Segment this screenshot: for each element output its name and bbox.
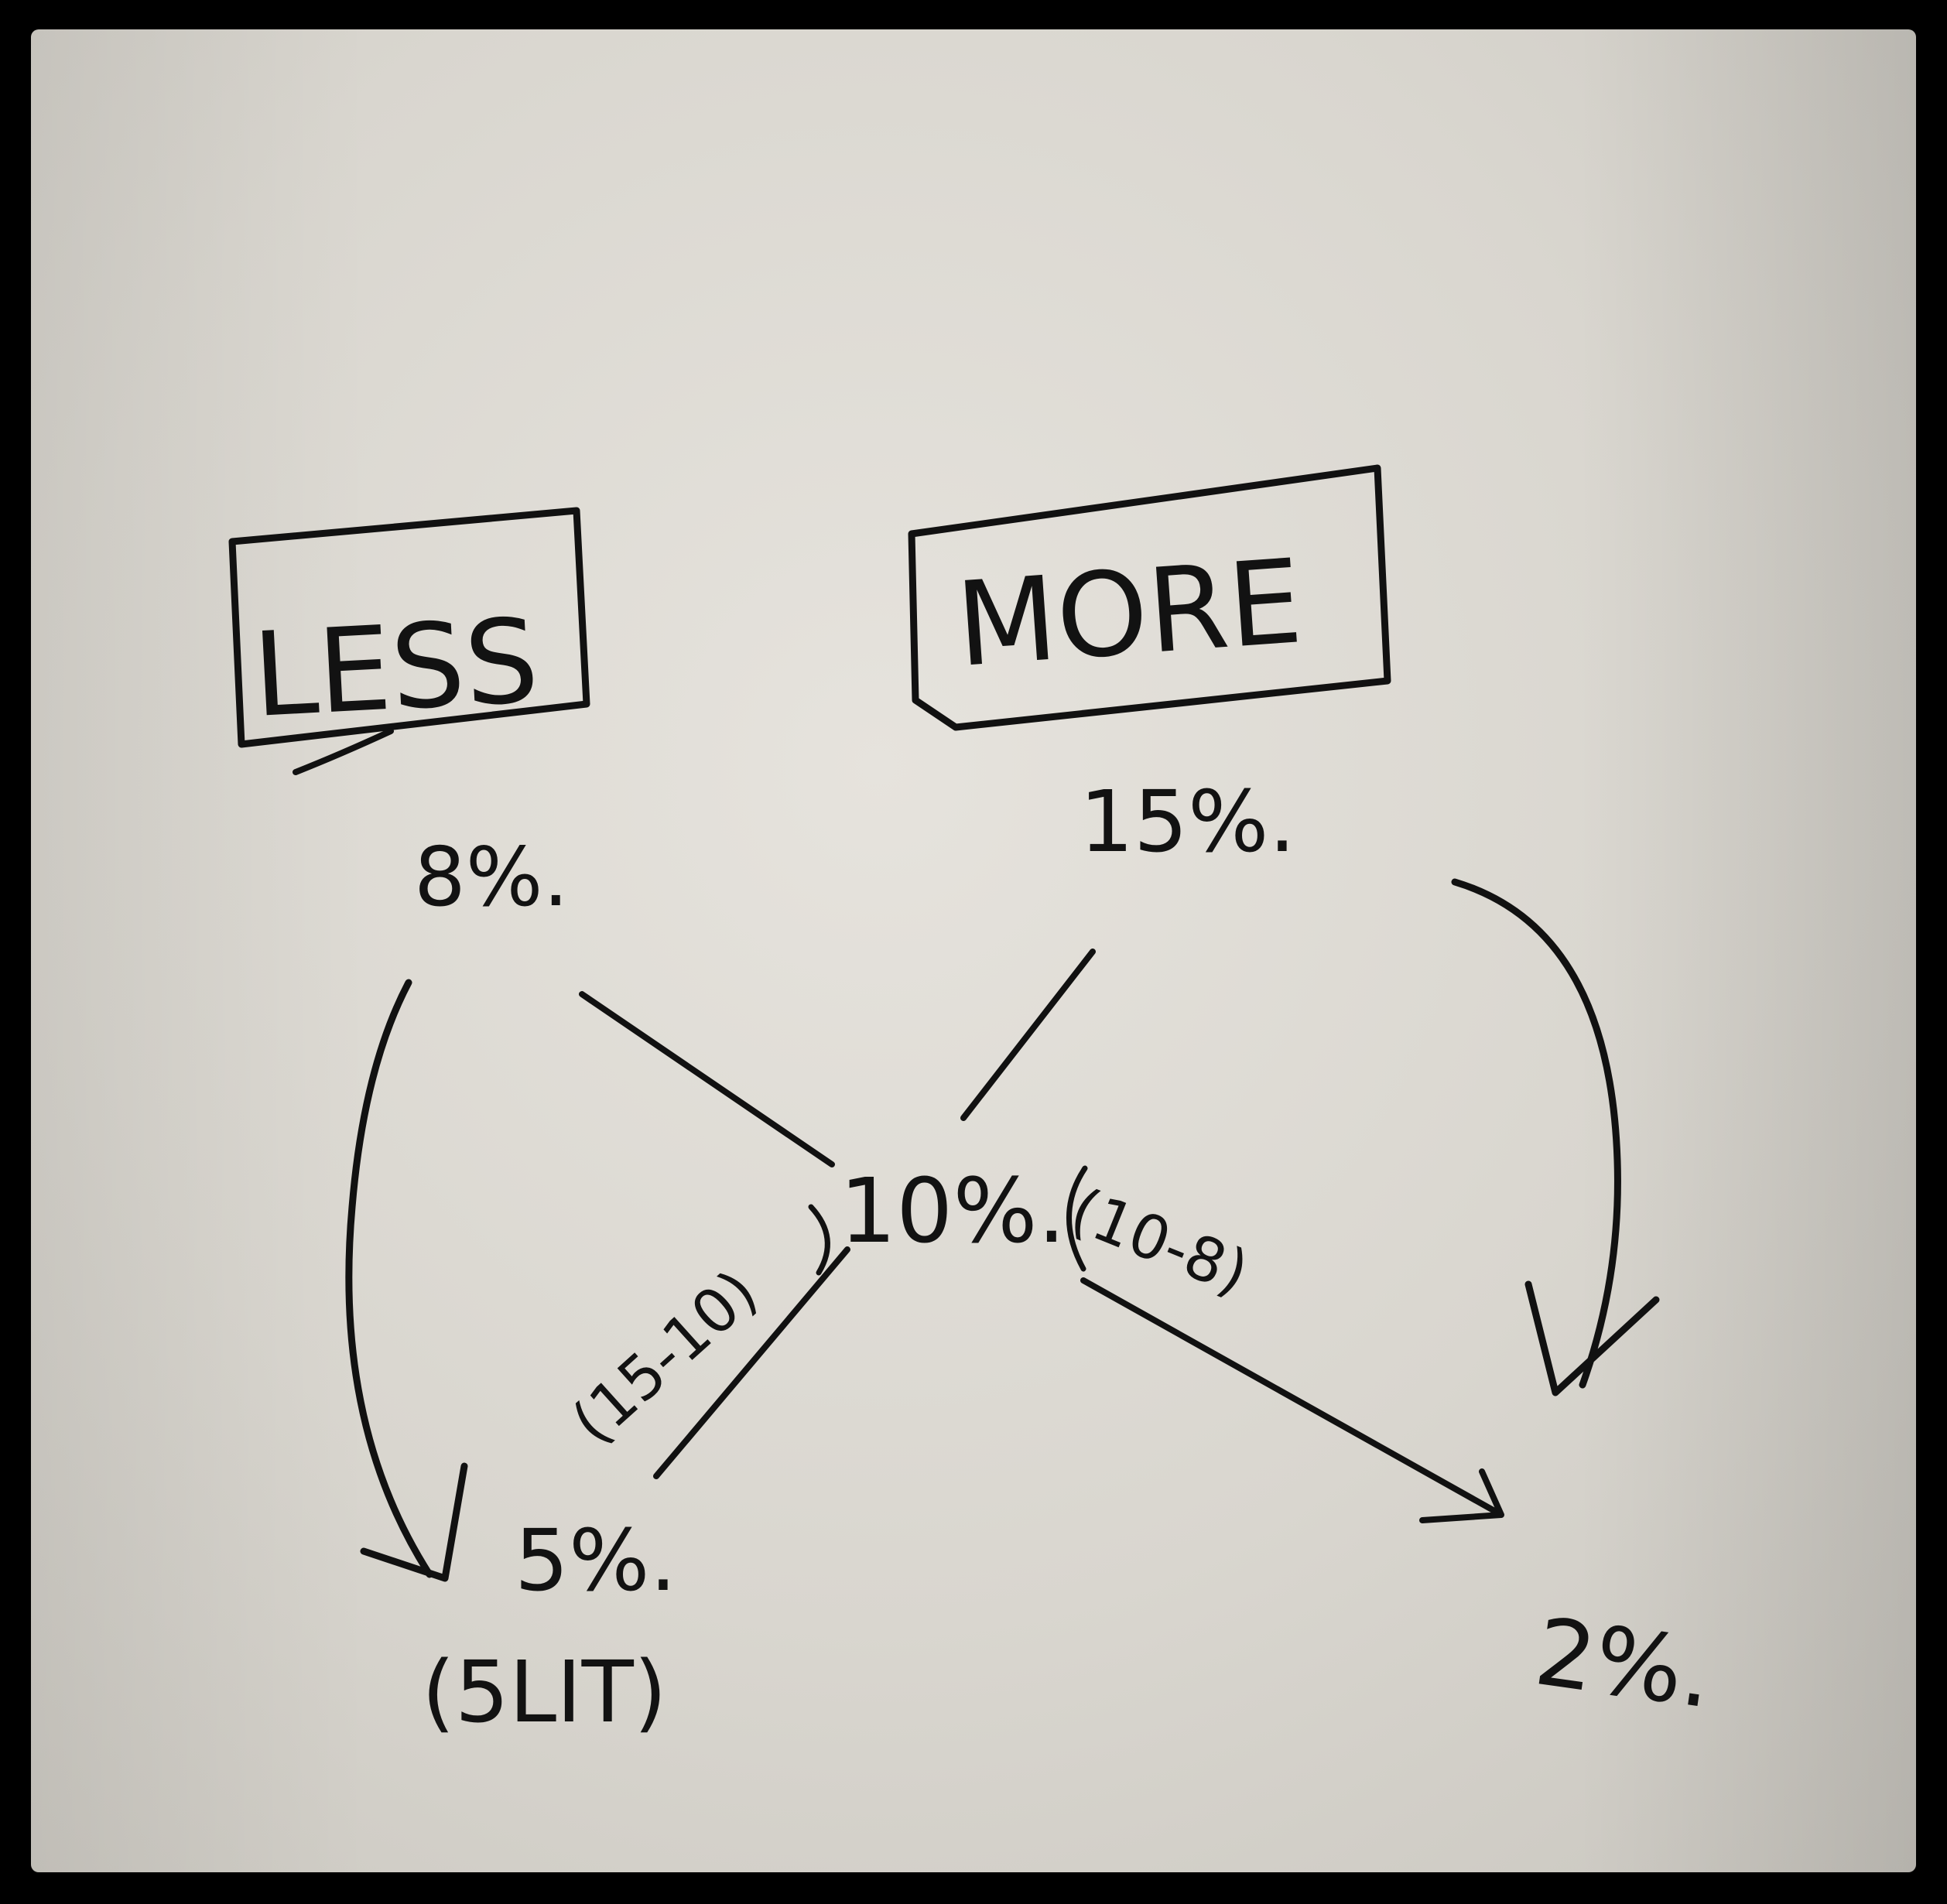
arrow-less-to-5	[345, 979, 468, 1582]
left-difference-label: (15-10)	[559, 1257, 771, 1458]
more-label: MORE	[952, 535, 1306, 693]
more-box: MORE	[908, 464, 1391, 731]
less-value-8: 8%.	[414, 830, 569, 925]
bottom-left-value-5: 5%.	[515, 1511, 676, 1610]
right-diff-open-paren	[1066, 1165, 1088, 1272]
whiteboard	[31, 29, 1916, 1872]
arrow-more-to-2	[1451, 878, 1660, 1396]
left-diff-close-paren	[808, 1204, 830, 1276]
more-value-15: 15%.	[1080, 772, 1295, 871]
bottom-right-value-2: 2%.	[1529, 1598, 1719, 1729]
line-15-to-10	[960, 949, 1096, 1121]
arrow-10-to-2	[1080, 1277, 1504, 1523]
bottom-left-note: (5LIT)	[422, 1642, 667, 1742]
less-label: LESS	[250, 594, 542, 743]
center-value-10: 10%.	[840, 1160, 1066, 1263]
less-box: LESS	[228, 507, 590, 775]
line-10-to-5	[653, 1246, 850, 1479]
right-difference-label: (10-8)	[1061, 1175, 1258, 1309]
line-8-to-10	[579, 991, 835, 1167]
